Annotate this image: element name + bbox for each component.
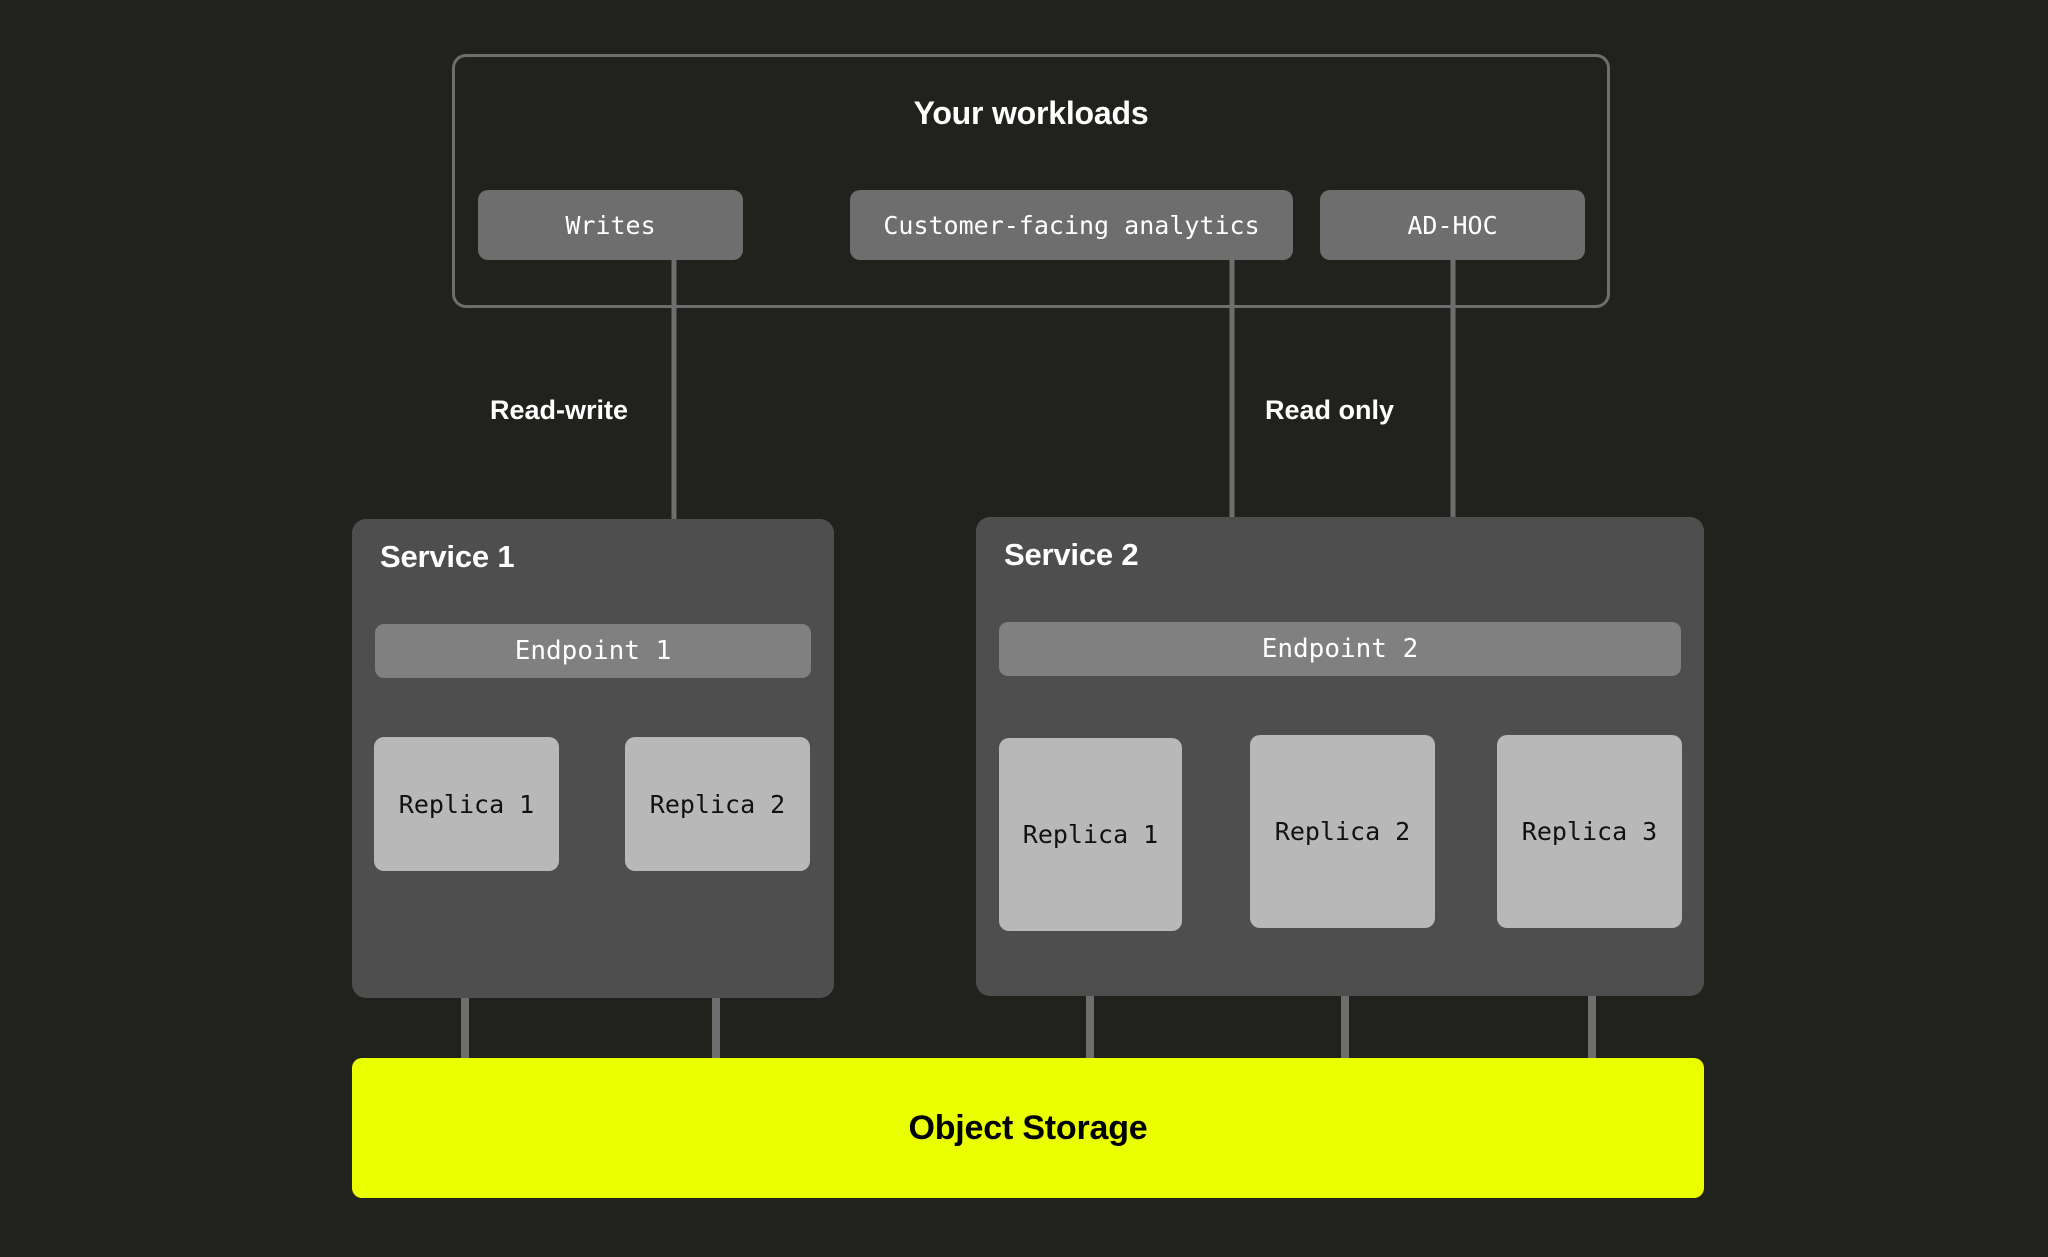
- service-1-replica-1[interactable]: Replica 1: [374, 737, 559, 871]
- service-2-replica-2[interactable]: Replica 2: [1250, 735, 1435, 928]
- service-2-replica-1-label: Replica 1: [1022, 820, 1159, 849]
- endpoint-1[interactable]: Endpoint 1: [375, 624, 811, 678]
- edge-label-read-write: Read-write: [490, 395, 629, 425]
- service-1-replica-1-label: Replica 1: [398, 789, 535, 819]
- workload-chip-customer-facing-analytics-label: Customer-facing analytics: [883, 210, 1260, 240]
- edge-label-read-only: Read only: [1265, 395, 1395, 425]
- service-1-replica-2-label: Replica 2: [649, 789, 786, 819]
- service-1-title: Service 1: [380, 539, 515, 574]
- service-2-replica-1[interactable]: Replica 1: [999, 738, 1182, 931]
- workload-chip-writes[interactable]: Writes: [478, 190, 743, 260]
- object-storage-label: Object Storage: [908, 1108, 1148, 1147]
- service-2-title: Service 2: [1004, 537, 1139, 572]
- workload-chip-customer-facing-analytics[interactable]: Customer-facing analytics: [850, 190, 1293, 260]
- workload-chip-ad-hoc[interactable]: AD-HOC: [1320, 190, 1585, 260]
- endpoint-2-label: Endpoint 2: [1261, 634, 1419, 664]
- endpoint-1-label: Endpoint 1: [514, 636, 672, 666]
- endpoint-2[interactable]: Endpoint 2: [999, 622, 1681, 676]
- workload-chip-ad-hoc-label: AD-HOC: [1407, 210, 1498, 240]
- workloads-title: Your workloads: [913, 95, 1149, 131]
- service-2-replica-3-label: Replica 3: [1521, 817, 1658, 846]
- service-2-replica-2-label: Replica 2: [1274, 817, 1411, 846]
- workloads-group: Your workloads: [452, 54, 1610, 308]
- service-1-replica-2[interactable]: Replica 2: [625, 737, 810, 871]
- workload-chip-writes-label: Writes: [565, 210, 656, 240]
- object-storage-bar[interactable]: Object Storage: [352, 1058, 1704, 1198]
- service-2-replica-3[interactable]: Replica 3: [1497, 735, 1682, 928]
